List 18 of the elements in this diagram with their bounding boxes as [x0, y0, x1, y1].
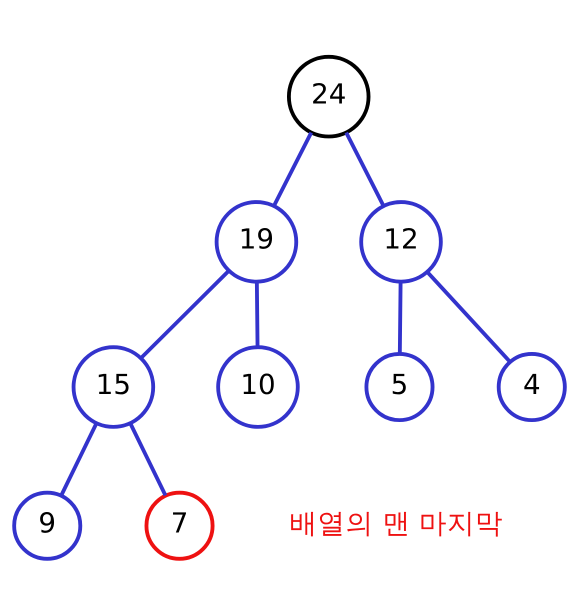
node-circle: 4	[496, 352, 567, 422]
node-label: 배열의 맨 마지막	[290, 506, 504, 540]
connector	[128, 422, 168, 496]
connector	[254, 280, 260, 347]
node-circle: 24	[286, 54, 370, 138]
connector	[60, 422, 98, 496]
node-circle: 10	[216, 344, 300, 428]
node-circle: 5	[364, 352, 434, 422]
connector	[426, 270, 512, 363]
node-circle: 7	[144, 490, 215, 560]
connector	[272, 131, 313, 207]
connector	[398, 280, 403, 354]
node-circle: 12	[359, 200, 443, 284]
node-circle: 9	[12, 490, 82, 560]
node-circle: 19	[214, 200, 298, 284]
connector	[140, 268, 230, 360]
node-circle: 15	[72, 344, 156, 428]
connector	[344, 131, 386, 207]
